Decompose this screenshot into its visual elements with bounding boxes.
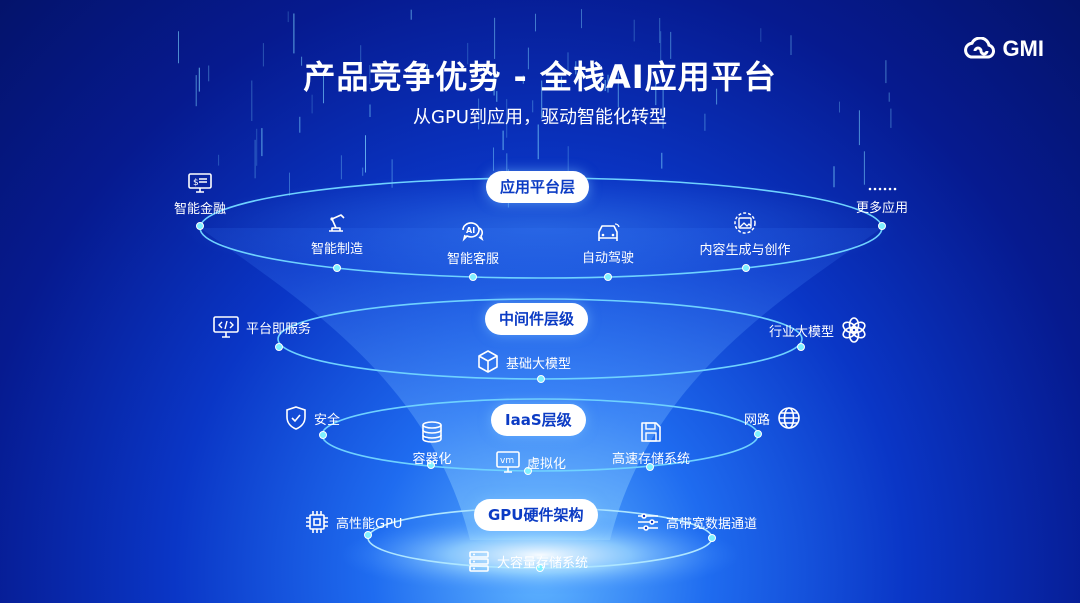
globe-icon <box>778 407 800 429</box>
node-dot <box>275 343 283 351</box>
svg-text:vm: vm <box>500 456 514 466</box>
node-dot <box>754 430 762 438</box>
server-icon <box>469 551 489 572</box>
node-dot <box>196 222 204 230</box>
chip-icon <box>306 511 328 533</box>
finance-monitor-icon: $ <box>188 173 212 193</box>
robot-arm-icon <box>329 214 345 232</box>
brand-logo: GMI <box>962 36 1044 62</box>
node-dot <box>536 564 544 572</box>
base-glow <box>340 515 740 595</box>
node-dot <box>524 467 532 475</box>
layer-label-application: 应用平台层 <box>486 171 590 203</box>
iaas-item-network: 网路 <box>744 405 802 431</box>
gpu-item-bandwidth: 高带宽数据通道 <box>636 510 757 534</box>
iaas-item-storage: 高速存储系统 <box>606 420 696 467</box>
sliders-icon <box>638 513 658 531</box>
save-icon <box>641 422 661 442</box>
vm-icon: vm <box>496 451 520 473</box>
node-dot <box>742 264 750 272</box>
image-generate-icon <box>734 212 756 234</box>
gpu-item-high-performance: 高性能GPU <box>304 509 402 535</box>
layer-label-middleware: 中间件层级 <box>485 303 589 335</box>
cube-icon <box>478 350 498 373</box>
shield-icon <box>286 406 306 430</box>
app-item-more: 更多应用 <box>850 181 914 216</box>
page-title: 产品竞争优势 - 全栈AI应用平台 <box>303 58 777 96</box>
app-item-customer-service: AI 智能客服 <box>441 220 505 267</box>
node-dot <box>319 431 327 439</box>
mw-item-industry-model: 行业大模型 <box>769 316 868 344</box>
node-dot <box>797 343 805 351</box>
code-monitor-icon <box>213 316 239 338</box>
page-subtitle: 从GPU到应用，驱动智能化转型 <box>413 107 667 128</box>
car-icon <box>598 223 620 241</box>
node-dot <box>427 461 435 469</box>
app-item-manufacturing: 智能制造 <box>305 210 369 257</box>
light-streaks <box>178 9 892 208</box>
mw-item-paas: 平台即服务 <box>212 315 311 339</box>
iaas-item-security: 安全 <box>284 405 340 431</box>
app-item-content-generation: 内容生成与创作 <box>695 211 795 258</box>
logo-text: GMI <box>1002 36 1044 61</box>
node-dot <box>708 534 716 542</box>
mw-item-foundation-model: 基础大模型 <box>476 349 571 375</box>
database-icon <box>422 421 442 443</box>
funnel-body <box>200 228 882 540</box>
svg-text:$: $ <box>193 178 199 188</box>
iaas-item-container: 容器化 <box>408 420 456 467</box>
gpu-item-large-storage: 大容量存储系统 <box>467 549 588 573</box>
dots-icon <box>868 187 897 191</box>
layer-label-iaas: IaaS层级 <box>491 404 586 436</box>
layer-label-gpu: GPU硬件架构 <box>474 499 598 531</box>
app-item-finance: $ 智能金融 <box>168 172 232 217</box>
iaas-item-virtualization: vm 虚拟化 <box>495 450 566 474</box>
ai-chat-icon: AI <box>462 222 484 242</box>
node-dot <box>333 264 341 272</box>
node-dot <box>878 222 886 230</box>
openai-icon <box>842 317 866 343</box>
node-dot <box>469 273 477 281</box>
node-dot <box>364 531 372 539</box>
node-dot <box>604 273 612 281</box>
node-dot <box>646 463 654 471</box>
node-dot <box>537 375 545 383</box>
svg-text:AI: AI <box>466 226 475 235</box>
app-item-autonomous-driving: 自动驾驶 <box>576 221 640 266</box>
cloud-logo-icon <box>964 37 996 59</box>
